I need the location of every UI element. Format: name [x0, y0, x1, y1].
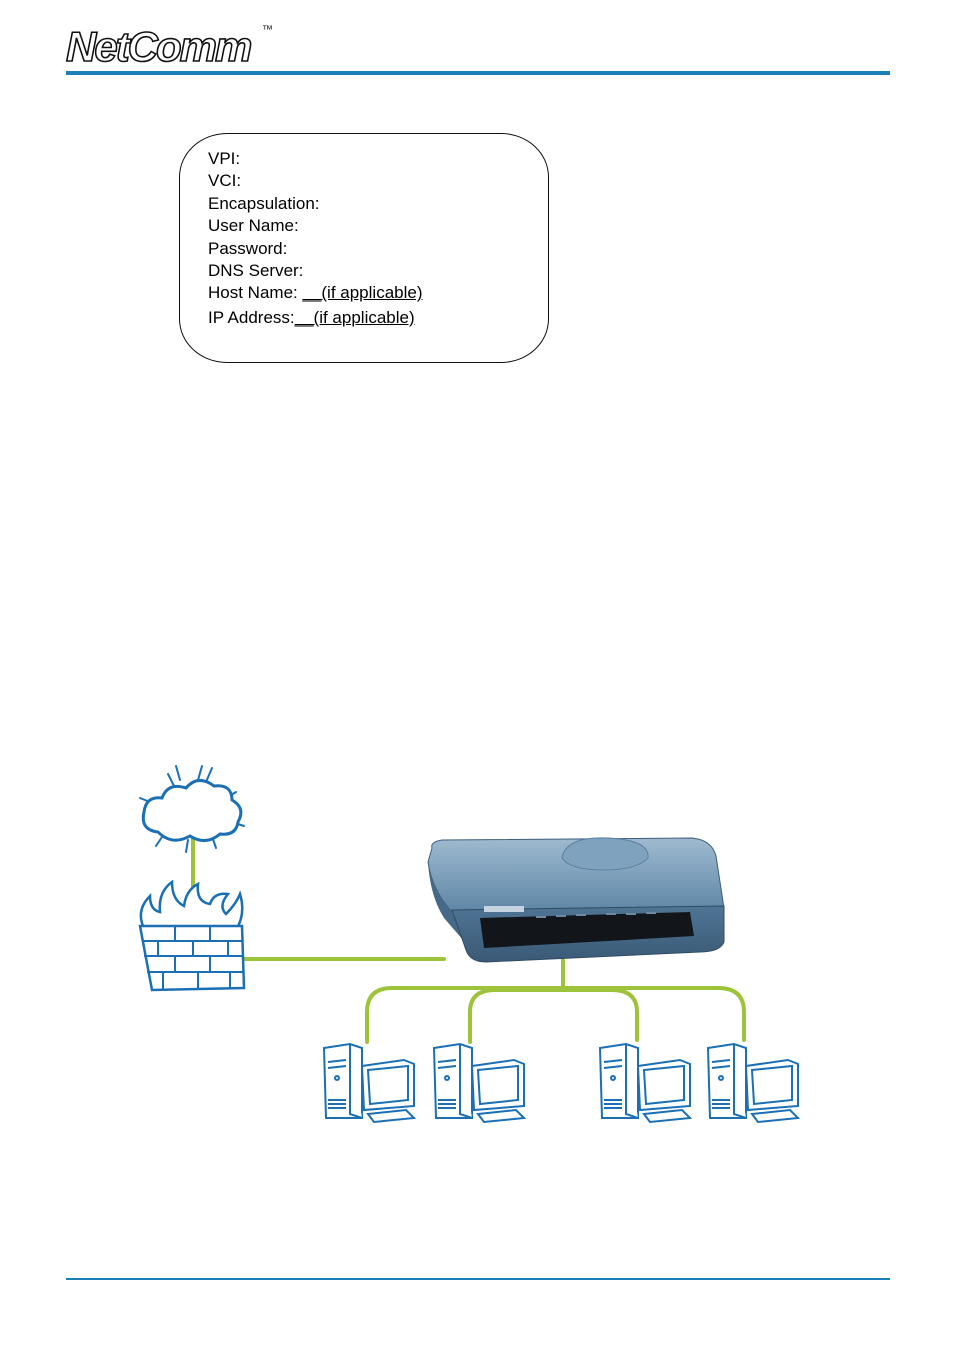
router-icon: [428, 838, 724, 962]
computer-icon: [708, 1044, 798, 1122]
computer-icon: [324, 1044, 414, 1122]
firewall-icon: [140, 882, 244, 990]
computer-icon: [600, 1044, 690, 1122]
footer-rule: [66, 1278, 890, 1280]
computer-icon: [434, 1044, 524, 1122]
